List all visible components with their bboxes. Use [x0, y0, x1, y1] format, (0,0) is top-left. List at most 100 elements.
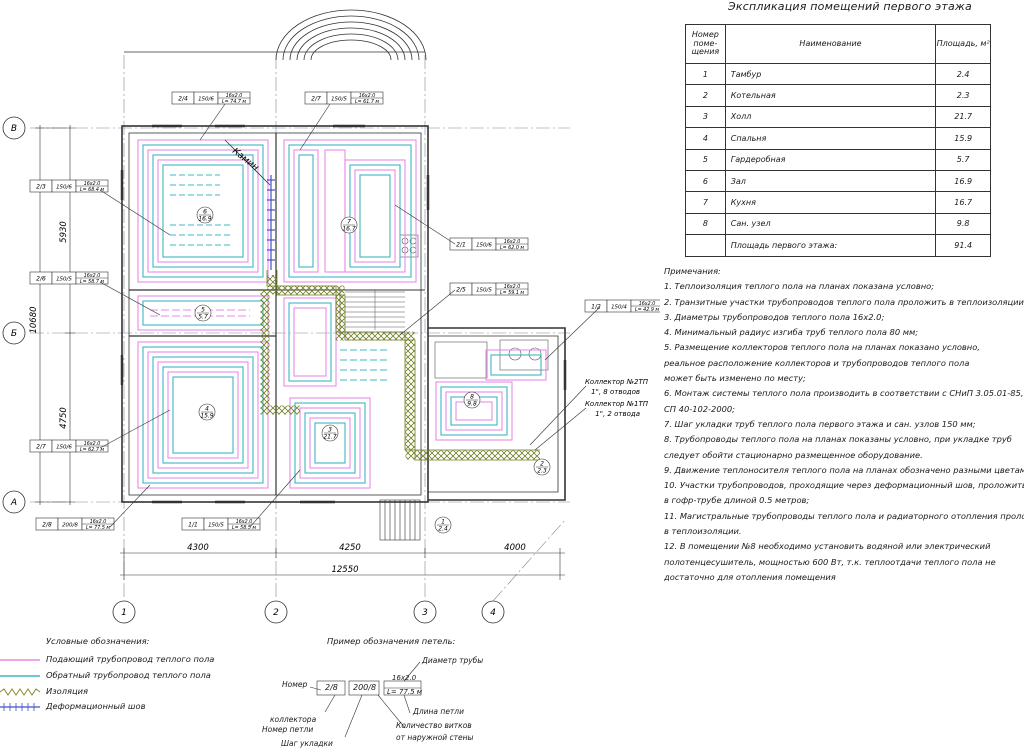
collector-1-title: Коллектор №1ТП — [585, 400, 649, 408]
tag-s: 150/5 — [56, 277, 72, 283]
note-line: 4. Минимальный радиус изгиба труб теплог… — [664, 327, 919, 338]
explication-row: 2 Котельная 2.3 — [685, 84, 991, 107]
legend-insulation: Изоляция — [46, 686, 89, 696]
tag-c: 2/6 — [36, 276, 46, 283]
dim-4750: 4750 — [59, 407, 69, 429]
explication-title: Экспликация помещений первого этажа — [728, 0, 972, 13]
room-num: 1 — [685, 62, 726, 86]
tag-c: 2/7 — [311, 96, 321, 103]
room-name: Котельная — [724, 84, 937, 107]
room-6-area: 16.9 — [198, 216, 212, 223]
room-7-num: 7 — [347, 219, 351, 226]
example-length-label: Длина петли — [413, 707, 464, 716]
loop-tag: 2/6 150/5 16х2.0L= 58.7 м — [29, 271, 109, 285]
axis-row-a: А — [10, 498, 17, 508]
collector-2-sub: 1", 8 отводов — [591, 388, 640, 396]
explication-row: 5 Гардеробная 5.7 — [685, 148, 991, 171]
col-name: Наименование — [724, 24, 937, 64]
room-5-area: 5.7 — [198, 314, 208, 321]
note-line: в гофр-трубе длиной 0.5 метров; — [664, 495, 810, 506]
insulated-trunk — [260, 275, 540, 460]
legend-return: Обратный трубопровод теплого пола — [46, 670, 211, 680]
axis-bubbles — [2, 116, 505, 624]
windows — [120, 124, 567, 504]
tag-s: 150/4 — [611, 305, 627, 311]
tag-l: L= 61.7 м — [355, 99, 379, 105]
notes: Примечания: 1. Теплоизоляция теплого пол… — [664, 264, 1024, 585]
insulation-edge — [266, 270, 540, 461]
explication-row: 3 Холл 21.7 — [685, 105, 991, 129]
note-line: достаточно для отопления помещения — [664, 571, 836, 582]
example-length: L= 77.5 м — [387, 688, 423, 696]
explication-total-row: Площадь первого этажа: 91.4 — [685, 234, 991, 257]
tag-d: 16х2.0 — [84, 441, 101, 447]
note-line: реальное расположение коллекторов и труб… — [664, 357, 970, 368]
room-num: 6 — [685, 169, 726, 193]
axis-row-v: В — [11, 124, 17, 134]
example-tag — [309, 661, 422, 738]
loop-tag: 2/7 150/5 16х2.0L= 61.7 м — [304, 91, 384, 105]
note-line: 5. Размещение коллекторов теплого пола н… — [664, 342, 980, 353]
note-line: следует обойти стационарно размещенное о… — [664, 449, 923, 460]
room-4-num: 4 — [205, 406, 209, 413]
example-num-label: Номер — [282, 680, 308, 689]
tag-c: 2/7 — [36, 444, 46, 451]
note-line: СП 40-102-2000; — [664, 403, 735, 414]
example-collector: 2/8 — [325, 683, 338, 692]
floor-heating-plan: Камин В Б А 1 2 3 4 4300 4250 4000 12550… — [0, 9, 660, 738]
tag-l: L= 77.5 м — [86, 525, 110, 531]
explication-row: 8 Сан. узел 9.8 — [685, 212, 991, 236]
stairs — [345, 290, 405, 330]
dim-total: 12550 — [331, 565, 358, 575]
explication-row: 7 Кухня 16.7 — [685, 191, 991, 214]
room-num: 3 — [685, 105, 726, 129]
note-line: может быть изменено по месту; — [664, 373, 806, 384]
tag-s: 200/8 — [62, 523, 78, 529]
tag-s: 150/6 — [476, 243, 492, 249]
example-loop-label: Номер петли — [262, 725, 314, 734]
tag-c: 2/8 — [42, 522, 52, 529]
room-area: 15.9 — [935, 127, 991, 150]
room-7-area: 16.7 — [342, 226, 356, 233]
room-5-num: 5 — [201, 307, 205, 314]
dim-5930: 5930 — [59, 221, 69, 243]
tag-d: 16х2.0 — [226, 93, 243, 99]
room-area: 16.7 — [935, 191, 991, 214]
note-line: 10. Участки трубопроводов, проходящие че… — [664, 480, 1024, 491]
explication-row: 6 Зал 16.9 — [685, 169, 991, 193]
note-line: в теплоизоляции. — [664, 526, 742, 537]
axis-col-4: 4 — [490, 608, 496, 618]
tag-l: L= 74.7 м — [222, 99, 246, 105]
axis-col-1: 1 — [121, 608, 127, 618]
tag-d: 16х2.0 — [84, 273, 101, 279]
note-line: полотенцесушитель, мощностью 600 Вт, т.к… — [664, 556, 996, 567]
tag-c: 1/2 — [591, 304, 601, 311]
room-num: 7 — [685, 191, 726, 214]
tag-l: L= 58.7 м — [80, 279, 104, 285]
room-area: 2.3 — [935, 84, 991, 107]
tag-d: 16х2.0 — [504, 239, 521, 245]
note-line: 3. Диаметры трубопроводов теплого пола 1… — [664, 311, 885, 322]
notes-heading: Примечания: — [664, 266, 721, 276]
example-collector-label: коллектора — [270, 715, 317, 724]
room-area: 9.8 — [935, 212, 991, 236]
explication-table: Номер поме-щения Наименование Площадь, м… — [685, 24, 991, 257]
room-area: 5.7 — [935, 148, 991, 171]
legend-title: Условные обозначения: — [46, 636, 150, 646]
tag-l: L= 62.0 м — [500, 245, 524, 251]
tag-d: 16х2.0 — [359, 93, 376, 99]
dim-4300: 4300 — [187, 543, 209, 553]
tag-l: L= 59.1 м — [500, 290, 524, 296]
tag-s: 150/5 — [331, 97, 347, 103]
explication-row: 4 Спальня 15.9 — [685, 127, 991, 150]
room-2-num: 2 — [540, 461, 544, 468]
room-8-area: 9.8 — [467, 401, 477, 408]
example-diam: 16х2.0 — [392, 674, 417, 682]
room-name: Сан. узел — [724, 212, 937, 236]
room-name: Гардеробная — [724, 148, 937, 171]
tag-s: 150/5 — [476, 288, 492, 294]
